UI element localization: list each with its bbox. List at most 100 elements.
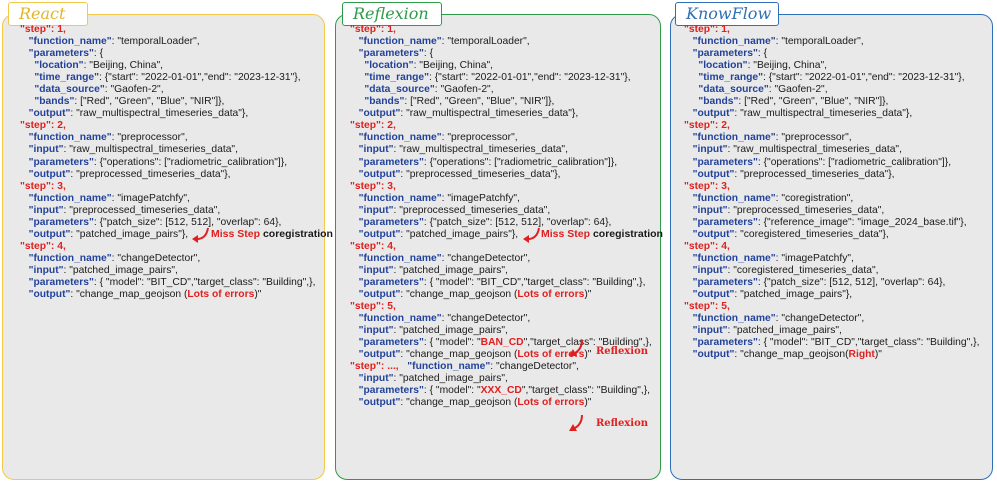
code-text: )" bbox=[874, 349, 882, 361]
indent bbox=[20, 60, 34, 71]
indent bbox=[350, 385, 359, 396]
code-line: "step": 4, bbox=[684, 241, 979, 253]
code-line: "function_name": "temporalLoader", bbox=[684, 36, 979, 48]
code-line: "step": 1, bbox=[20, 24, 315, 36]
code-text: )" bbox=[584, 397, 592, 409]
field-key: "data_source" bbox=[698, 84, 769, 96]
code-line: "function_name": "coregistration", bbox=[684, 193, 979, 205]
error-text: BAN_CD bbox=[480, 337, 524, 349]
code-text: : { "model": "BIT_CD","target_class": "B… bbox=[93, 276, 316, 288]
code-line: "output": "preprocessed_timeseries_data"… bbox=[350, 169, 652, 181]
field-key: "parameters" bbox=[358, 337, 424, 349]
indent bbox=[684, 277, 693, 288]
indent bbox=[20, 144, 29, 155]
indent bbox=[20, 169, 29, 180]
panel-title-reflexion: Reflexion bbox=[342, 2, 442, 26]
code-line: "function_name": "imagePatchfy", bbox=[684, 253, 979, 265]
indent bbox=[20, 48, 29, 59]
code-line: "parameters": { bbox=[350, 48, 652, 60]
field-key: "input" bbox=[358, 264, 394, 276]
panel-reflexion bbox=[335, 14, 661, 480]
indent bbox=[20, 132, 29, 143]
code-text: : { "model": " bbox=[423, 385, 481, 397]
code-text: )" bbox=[254, 289, 262, 301]
panel-title-knowflow: KnowFlow bbox=[675, 2, 779, 26]
code-text: : "Beijing, China", bbox=[83, 60, 163, 72]
field-key: "function_name" bbox=[28, 132, 112, 144]
code-text: )" bbox=[584, 349, 592, 361]
code-line: "function_name": "temporalLoader", bbox=[350, 36, 652, 48]
field-key: "output" bbox=[28, 108, 71, 120]
reflexion-arrow-icon bbox=[569, 414, 583, 431]
code-text: : ["Red", "Green", "Blue", "NIR"]}, bbox=[74, 96, 225, 108]
step-label: "step": 3, bbox=[350, 180, 396, 192]
coregistration-label: coregistration bbox=[592, 228, 663, 240]
code-text: : "changeDetector", bbox=[490, 361, 579, 373]
step-label: "step": 3, bbox=[684, 180, 730, 192]
code-line: "output": "preprocessed_timeseries_data"… bbox=[684, 169, 979, 181]
indent bbox=[350, 265, 359, 276]
code-text: : "preprocessed_timeseries_data"}, bbox=[734, 168, 895, 180]
error-text: XXX_CD bbox=[480, 385, 522, 397]
field-key: "input" bbox=[358, 373, 394, 385]
step-label: "step": 5, bbox=[350, 301, 396, 313]
code-line: "parameters": { bbox=[20, 48, 315, 60]
code-text: : "change_map_geojson ( bbox=[400, 349, 518, 361]
annotation-miss-step-react: Miss Step coregistration bbox=[211, 228, 333, 240]
indent bbox=[20, 36, 29, 47]
code-line: "output": "change_map_geojson (Lots of e… bbox=[350, 349, 652, 361]
code-line: "input": "raw_multispectral_timeseries_d… bbox=[350, 144, 652, 156]
indent bbox=[684, 96, 698, 107]
code-text: : "changeDetector", bbox=[441, 313, 531, 325]
code-line: "parameters": {"patch_size": [512, 512],… bbox=[350, 217, 652, 229]
code-line: "parameters": {"patch_size": [512, 512],… bbox=[20, 217, 315, 229]
code-line: "location": "Beijing, China", bbox=[20, 60, 315, 72]
step-label: "step": 2, bbox=[684, 120, 730, 132]
code-line: "output": "change_map_geojson (Lots of e… bbox=[20, 289, 315, 301]
field-key: "function_name" bbox=[28, 36, 112, 48]
code-line: "parameters": {"patch_size": [512, 512],… bbox=[684, 277, 979, 289]
miss-step-label: Miss Step bbox=[211, 228, 261, 240]
code-line: "data_source": "Gaofen-2", bbox=[20, 84, 315, 96]
indent bbox=[350, 337, 359, 348]
code-line: "function_name": "preprocessor", bbox=[20, 132, 315, 144]
indent bbox=[684, 229, 693, 240]
code-text: : "raw_multispectral_timeseries_data", bbox=[393, 144, 568, 156]
field-key: "function_name" bbox=[692, 36, 776, 48]
code-line: "step": 5, bbox=[350, 301, 652, 313]
indent bbox=[350, 289, 359, 300]
field-key: "function_name" bbox=[358, 192, 442, 204]
error-text: Lots of errors bbox=[517, 397, 585, 409]
indent bbox=[684, 265, 693, 276]
code-text: : "preprocessed_timeseries_data", bbox=[393, 204, 551, 216]
code-text: : "preprocessor", bbox=[111, 132, 188, 144]
code-text: : ["Red", "Green", "Blue", "NIR"]}, bbox=[738, 96, 889, 108]
indent bbox=[350, 373, 359, 384]
code-text: : "patched_image_pairs", bbox=[393, 373, 508, 385]
coregistration-label: coregistration bbox=[262, 228, 333, 240]
code-text: : "Beijing, China", bbox=[413, 60, 493, 72]
code-line: "parameters": { "model": "XXX_CD","targe… bbox=[350, 385, 652, 397]
indent bbox=[684, 289, 693, 300]
field-key: "parameters" bbox=[692, 48, 758, 60]
code-line: "parameters": {"operations": ["radiometr… bbox=[350, 157, 652, 169]
code-text bbox=[399, 361, 408, 372]
step-label: "step": 4, bbox=[684, 240, 730, 252]
code-line: "output": "raw_multispectral_timeseries_… bbox=[684, 108, 979, 120]
code-text: : "preprocessed_timeseries_data"}, bbox=[70, 168, 231, 180]
code-line: "time_range": {"start": "2022-01-01","en… bbox=[684, 72, 979, 84]
code-text: : "patched_image_pairs", bbox=[393, 264, 508, 276]
reflexion-label: Reflexion bbox=[596, 346, 649, 357]
code-line: "parameters": { "model": "BIT_CD","targe… bbox=[20, 276, 316, 289]
code-block-react: "step": 1, "function_name": "temporalLoa… bbox=[20, 24, 315, 301]
code-line: "output": "raw_multispectral_timeseries_… bbox=[350, 108, 652, 120]
code-line: "output": "change_map_geojson (Lots of e… bbox=[350, 397, 652, 409]
field-key: "parameters" bbox=[692, 337, 758, 349]
code-block-knowflow: "step": 1, "function_name": "temporalLoa… bbox=[684, 24, 979, 361]
indent bbox=[20, 84, 34, 95]
indent bbox=[350, 96, 364, 107]
field-key: "input" bbox=[692, 264, 728, 276]
code-text: : { "model": " bbox=[423, 337, 481, 349]
code-line: "step": 3, bbox=[684, 181, 979, 193]
indent bbox=[684, 205, 693, 216]
